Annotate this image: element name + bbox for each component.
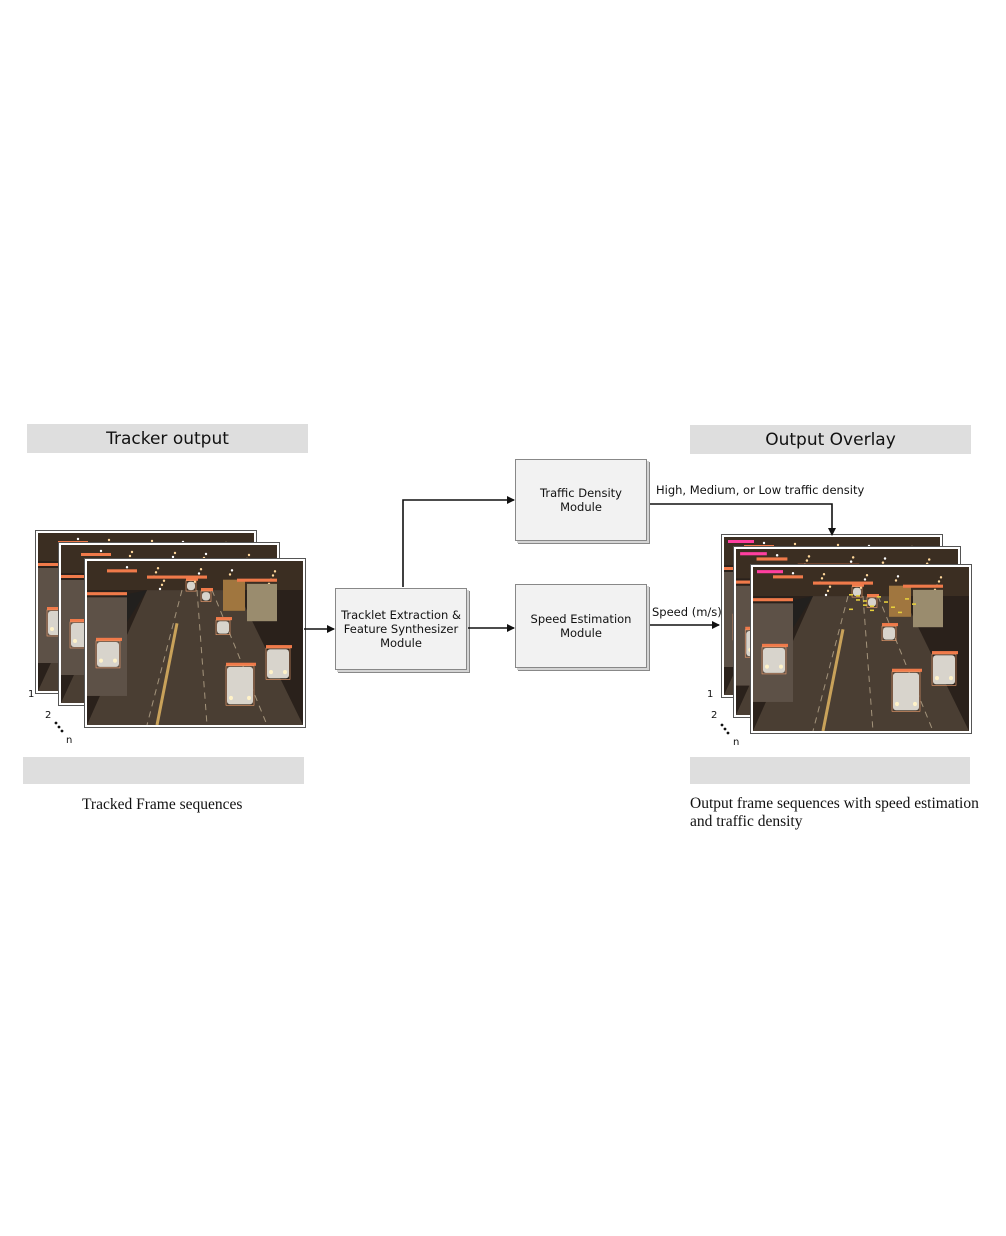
output-frame-index-2: 2 [711,710,718,721]
tracker-output-banner: Tracker output [27,424,308,453]
speed-estimation-label: Speed Estimation Module [530,612,632,640]
right-caption-bar [690,757,970,784]
output-frame-index-1: 1 [707,689,714,700]
arrow-density-to-overlay [650,503,836,536]
output-frame-index-n: n [733,737,740,748]
tracklet-extraction-module: Tracklet Extraction & Feature Synthesize… [335,588,467,670]
traffic-density-module: Traffic Density Module [515,459,647,541]
left-caption-bar [23,757,304,784]
frame-index-2: 2 [45,710,52,721]
output-frame-caption-line1: Output frame sequences with speed estima… [690,795,979,812]
traffic-density-label: Traffic Density Module [540,486,622,514]
output-overlay-title: Output Overlay [765,429,896,450]
output-frame-caption-line2: and traffic density [690,813,803,830]
output-frame-n [751,565,971,733]
frame-index-1: 1 [28,689,35,700]
frame-index-n: n [66,735,73,746]
speed-output-label: Speed (m/s) [652,605,722,619]
speed-estimation-module: Speed Estimation Module [515,584,647,668]
right-ellipsis-dots [720,723,730,735]
tracked-frame-caption: Tracked Frame sequences [82,796,243,813]
output-overlay-banner: Output Overlay [690,425,971,454]
arrow-tracklet-to-density [402,496,515,587]
density-output-label: High, Medium, or Low traffic density [656,483,865,497]
left-ellipsis-dots [54,721,64,733]
tracked-frame-n [85,559,305,727]
tracker-output-title: Tracker output [106,428,229,449]
tracklet-extraction-label: Tracklet Extraction & Feature Synthesize… [341,608,461,650]
